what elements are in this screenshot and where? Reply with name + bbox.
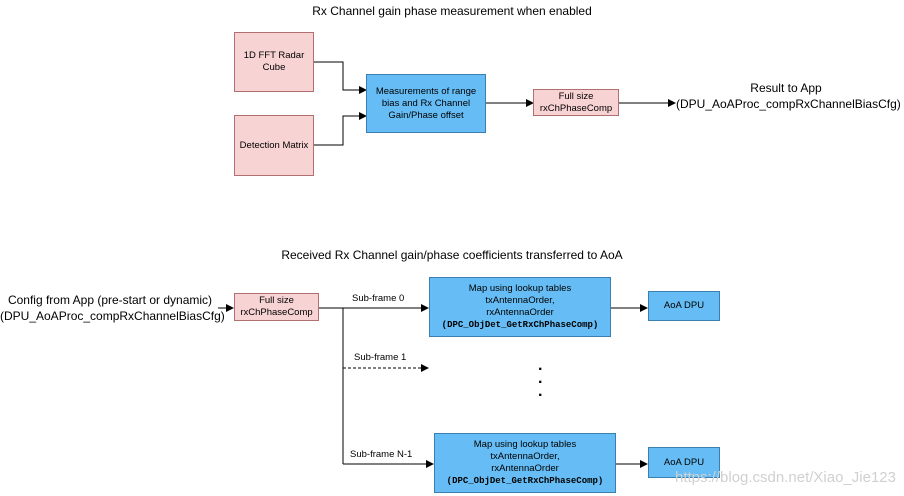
arrow-detection-to-measure xyxy=(313,112,367,146)
measurements-box: Measurements of range bias and Rx Channe… xyxy=(366,74,486,133)
map0-line-2: txAntennaOrder, xyxy=(485,295,555,306)
bottom-title: Received Rx Channel gain/phase coefficie… xyxy=(281,248,623,262)
radar-cube-line-2: Cube xyxy=(262,62,286,73)
arrow-radar-to-measure xyxy=(313,61,367,94)
bottom-fullsize-line-1: Full size xyxy=(259,295,294,306)
mapn-line-2: txAntennaOrder, xyxy=(490,451,560,462)
top-fullsize-box: Full size rxChPhaseComp xyxy=(533,89,619,116)
map0-line-3: rxAntennaOrder xyxy=(486,307,554,318)
result-line-1: Result to App xyxy=(750,81,822,95)
detection-matrix-box: Detection Matrix xyxy=(234,115,314,176)
radar-cube-line-1: 1D FFT Radar xyxy=(243,50,305,61)
measurements-line-3: Gain/Phase offset xyxy=(388,109,464,121)
mapn-func: (DPC_ObjDet_GetRxChPhaseComp) xyxy=(446,476,604,486)
top-title: Rx Channel gain phase measurement when e… xyxy=(312,4,592,18)
subframe-0-label: Sub-frame 0 xyxy=(352,293,405,304)
config-line-2: (DPU_AoAProc_compRxChannelBiasCfg) xyxy=(0,309,225,323)
top-fullsize-line-2: rxChPhaseComp xyxy=(539,102,613,114)
ellipsis-dots: · · · xyxy=(538,361,544,404)
aoa-dpu-box-0: AoA DPU xyxy=(648,291,720,321)
result-line-2: (DPU_AoAProc_compRxChannelBiasCfg) xyxy=(676,97,901,111)
measurements-line-2: bias and Rx Channel xyxy=(381,97,471,109)
mapn-line-1: Map using lookup tables xyxy=(473,439,577,450)
top-fullsize-line-1: Full size xyxy=(558,90,594,102)
radar-cube-box: 1D FFT Radar Cube xyxy=(234,32,314,92)
config-label: Config from App (pre-start or dynamic) (… xyxy=(0,292,225,324)
aoa-dpu-box-n: AoA DPU xyxy=(648,447,720,478)
subframe-1-label: Sub-frame 1 xyxy=(354,352,407,363)
map0-func: (DPC_ObjDet_GetRxChPhaseComp) xyxy=(441,320,599,330)
map0-line-1: Map using lookup tables xyxy=(468,283,572,294)
aoa-dpu-n-label: AoA DPU xyxy=(663,456,705,468)
map-box-subframe-n: Map using lookup tables txAntennaOrder, … xyxy=(434,433,616,493)
map-box-subframe-0: Map using lookup tables txAntennaOrder, … xyxy=(429,277,611,337)
bottom-fullsize-line-2: rxChPhaseComp xyxy=(240,307,313,318)
bottom-fullsize-box: Full size rxChPhaseComp xyxy=(234,293,319,321)
result-to-app-label: Result to App (DPU_AoAProc_compRxChannel… xyxy=(676,80,901,112)
subframe-n-label: Sub-frame N-1 xyxy=(350,449,413,460)
watermark: https://blog.csdn.net/Xiao_Jie123 xyxy=(675,469,896,486)
measurements-line-1: Measurements of range xyxy=(375,85,477,97)
config-line-1: Config from App (pre-start or dynamic) xyxy=(7,293,213,307)
aoa-dpu-0-label: AoA DPU xyxy=(663,300,705,311)
detection-matrix-label: Detection Matrix xyxy=(239,139,309,151)
mapn-line-3: rxAntennaOrder xyxy=(491,463,559,474)
